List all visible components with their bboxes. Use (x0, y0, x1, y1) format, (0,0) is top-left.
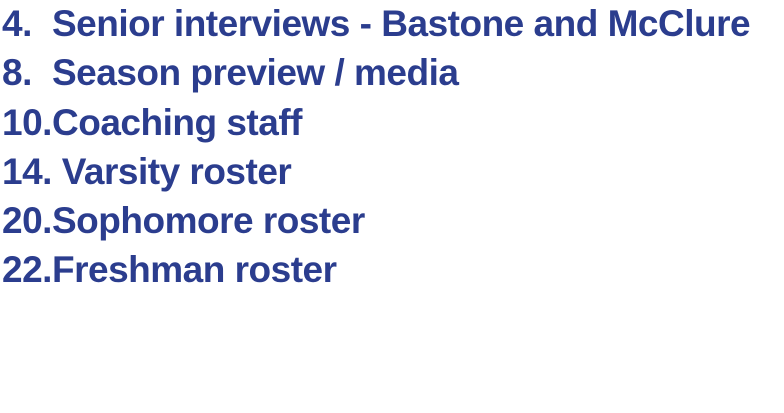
toc-item: 10. Coaching staff (2, 102, 784, 151)
toc-item-number: 20. (2, 200, 52, 242)
toc-item-label: Varsity roster (52, 150, 292, 192)
toc-item: 20. Sophomore roster (2, 200, 784, 249)
toc-item-label: Coaching staff (52, 101, 302, 143)
toc-item-number: 4. (2, 3, 32, 44)
toc-item-number: 8. (2, 52, 32, 94)
table-of-contents: 4. Senior interviews - Bastone and McClu… (2, 3, 784, 298)
toc-item-number: 10. (2, 101, 52, 143)
toc-item: 14. Varsity roster (2, 151, 784, 200)
toc-item-label: Freshman roster (52, 249, 337, 291)
toc-item-number: 22. (2, 249, 52, 291)
toc-item: 22. Freshman roster (2, 249, 784, 298)
toc-item-label: Season preview / media (52, 52, 459, 94)
toc-item-label: Sophomore roster (52, 200, 365, 242)
toc-item-label: Senior interviews - Bastone and McClure (52, 3, 751, 44)
toc-item-number: 14. (2, 150, 52, 192)
toc-item: 4. Senior interviews - Bastone and McClu… (2, 3, 784, 52)
toc-item: 8. Season preview / media (2, 52, 784, 101)
